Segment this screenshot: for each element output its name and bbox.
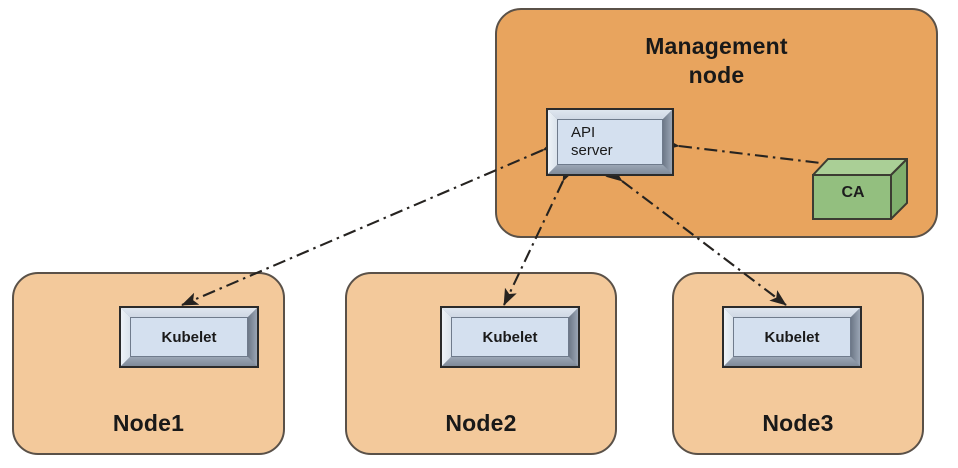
bevel-bottom	[548, 165, 672, 174]
bevel-right	[248, 308, 257, 366]
bevel-top	[724, 308, 860, 317]
bevel-left	[724, 308, 733, 366]
worker-node-label-2: Node2	[445, 410, 517, 436]
kubelet-box-node2[interactable]: Kubelet	[440, 306, 580, 368]
api-server-box[interactable]: API server	[546, 108, 674, 176]
bevel-right	[569, 308, 578, 366]
bevel-bottom	[442, 357, 578, 366]
bevel-top	[121, 308, 257, 317]
bevel-left	[442, 308, 451, 366]
kubelet-box-node3[interactable]: Kubelet	[722, 306, 862, 368]
bevel-top	[442, 308, 578, 317]
bevel-top	[548, 110, 672, 119]
bevel-left	[121, 308, 130, 366]
bevel-left	[548, 110, 557, 174]
kubelet-face	[733, 317, 851, 357]
bevel-bottom	[121, 357, 257, 366]
ca-label: CA	[841, 184, 865, 201]
kubelet-box-node1[interactable]: Kubelet	[119, 306, 259, 368]
api-server-face	[557, 119, 663, 165]
bevel-bottom	[724, 357, 860, 366]
bevel-right	[663, 110, 672, 174]
worker-node-label-3: Node3	[762, 410, 834, 436]
ca-box[interactable]: CA	[812, 158, 908, 220]
bevel-right	[851, 308, 860, 366]
ca-cuboid-shape	[812, 158, 908, 220]
kubelet-face	[451, 317, 569, 357]
kubelet-face	[130, 317, 248, 357]
worker-node-label-1: Node1	[112, 410, 185, 436]
